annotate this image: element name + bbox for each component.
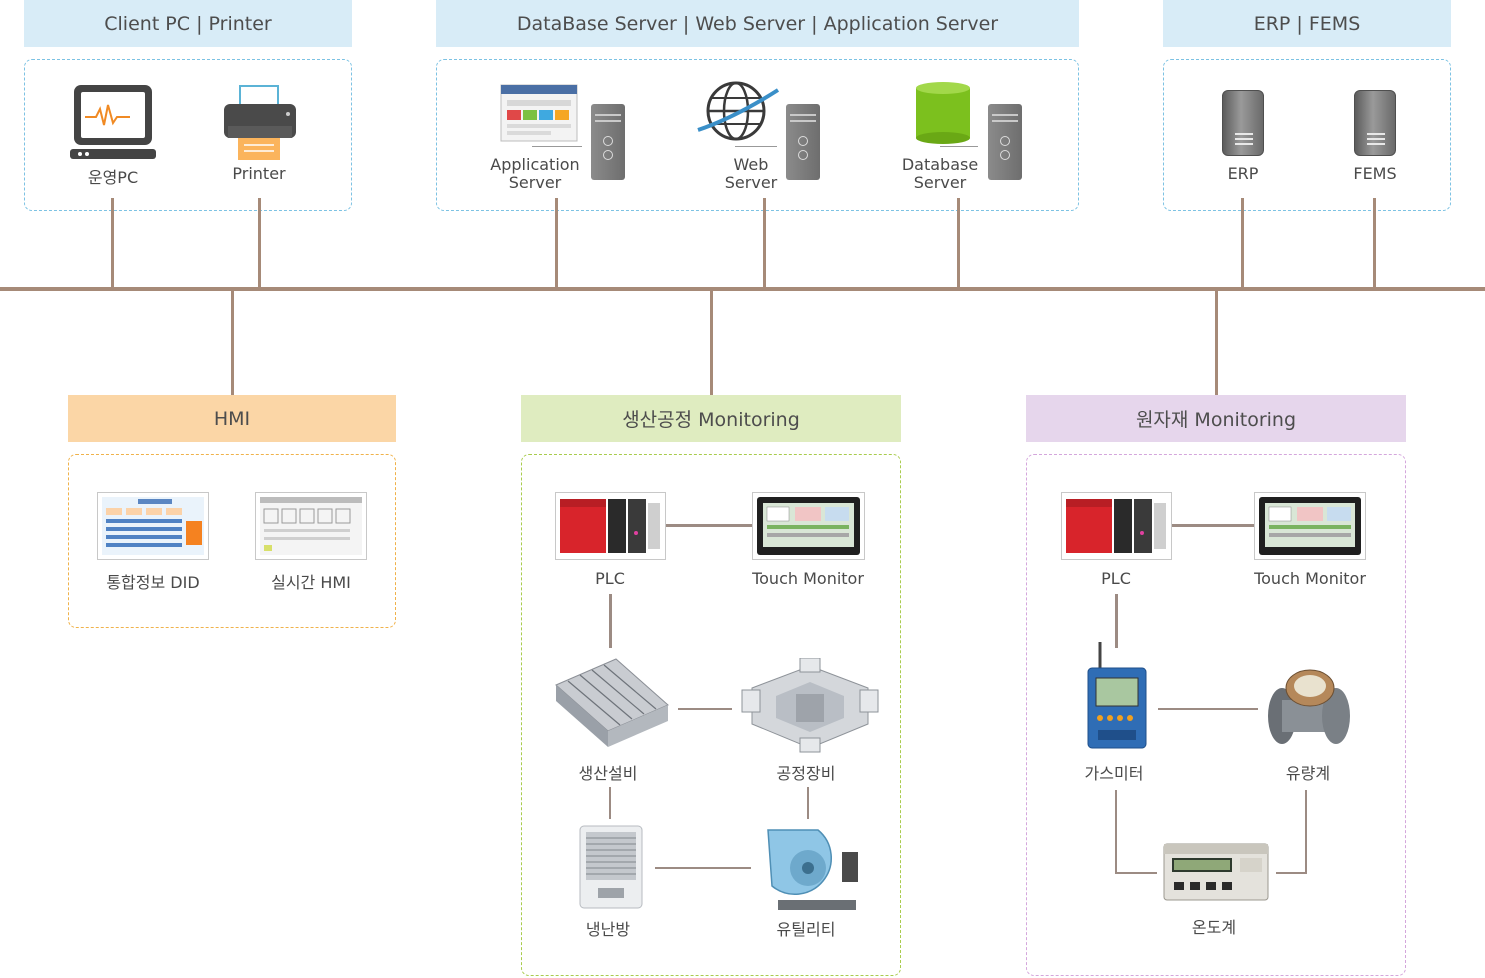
erp-box xyxy=(1163,59,1451,211)
plc-label: PLC xyxy=(595,569,625,588)
server-header: DataBase Server | Web Server | Applicati… xyxy=(436,0,1079,47)
client-header-label: Client PC | Printer xyxy=(104,12,272,35)
plc-thumbnail xyxy=(555,492,666,560)
bus-drop-pc xyxy=(111,198,114,289)
process-equipment-image xyxy=(741,658,879,753)
bus-drop-production xyxy=(710,289,713,395)
conn-plc-equipment xyxy=(609,594,612,648)
hmi-header: HMI xyxy=(68,395,396,442)
conn-gas-temp-h xyxy=(1115,872,1157,874)
db-server-tower-icon xyxy=(988,104,1022,180)
monitor-pc-icon xyxy=(70,85,156,159)
client-box xyxy=(24,59,352,211)
server-box xyxy=(436,59,1079,211)
network-bus-line xyxy=(0,287,1485,291)
browser-window-icon xyxy=(500,84,578,142)
production-equipment-image xyxy=(555,658,669,747)
printer-icon xyxy=(224,85,296,160)
material-header-label: 원자재 Monitoring xyxy=(1135,409,1297,431)
pc-label: 운영PC xyxy=(87,168,139,187)
material-plc-thumbnail xyxy=(1061,492,1172,560)
bus-drop-web xyxy=(763,198,766,289)
hvac-label: 냉난방 xyxy=(585,920,631,939)
did-screen-thumbnail xyxy=(97,492,209,560)
conn-material-plc-gas xyxy=(1115,594,1118,648)
bus-drop-material xyxy=(1215,289,1218,395)
bus-drop-hmi xyxy=(231,289,234,395)
bus-drop-db xyxy=(957,198,960,289)
conn-gas-temp-v xyxy=(1115,790,1117,874)
conn-flow-temp-v xyxy=(1305,790,1307,874)
did-label: 통합정보 DID xyxy=(106,573,200,592)
bus-drop-app xyxy=(555,198,558,289)
web-server-tower-icon xyxy=(786,104,820,180)
conn-equipment-process xyxy=(678,708,732,710)
conn-flow-temp-h xyxy=(1276,872,1307,874)
database-cylinder-icon xyxy=(916,82,970,144)
bus-drop-printer xyxy=(258,198,261,289)
client-header: Client PC | Printer xyxy=(24,0,352,47)
flow-meter-label: 유량계 xyxy=(1285,764,1331,783)
material-plc-label: PLC xyxy=(1101,569,1131,588)
material-touch-monitor-label: Touch Monitor xyxy=(1254,569,1366,588)
erp-header: ERP | FEMS xyxy=(1163,0,1451,47)
printer-label: Printer xyxy=(232,164,286,183)
process-equipment-label: 공정장비 xyxy=(776,764,836,783)
temperature-label: 온도계 xyxy=(1191,918,1237,937)
fems-server-icon xyxy=(1354,90,1396,156)
gas-meter-label: 가스미터 xyxy=(1084,764,1144,783)
production-header: 생산공정 Monitoring xyxy=(521,395,901,442)
material-box xyxy=(1026,454,1406,976)
app-server-tower-icon xyxy=(591,104,625,180)
erp-header-label: ERP | FEMS xyxy=(1253,12,1361,35)
conn-plc-touch xyxy=(666,524,752,527)
utility-label: 유틸리티 xyxy=(776,920,836,939)
gas-meter-image xyxy=(1087,642,1147,749)
realtime-hmi-thumbnail xyxy=(255,492,367,560)
server-header-label: DataBase Server | Web Server | Applicati… xyxy=(516,12,999,35)
material-header: 원자재 Monitoring xyxy=(1026,395,1406,442)
hmi-box xyxy=(68,454,396,628)
production-box xyxy=(521,454,901,976)
conn-gas-flow xyxy=(1158,708,1258,710)
conn-material-plc-touch xyxy=(1172,524,1254,527)
conn-equipment-hvac xyxy=(609,787,611,819)
material-touch-monitor-thumbnail xyxy=(1254,492,1366,560)
touch-monitor-label: Touch Monitor xyxy=(752,569,864,588)
bus-drop-erp xyxy=(1241,198,1244,289)
flow-meter-image xyxy=(1268,669,1350,744)
utility-blower-image xyxy=(767,829,858,910)
production-equipment-label: 생산설비 xyxy=(578,764,638,783)
globe-icon xyxy=(697,81,780,141)
erp-server-icon xyxy=(1222,90,1264,156)
bus-drop-fems xyxy=(1373,198,1376,289)
hmi-header-label: HMI xyxy=(213,407,251,430)
realtime-hmi-label: 실시간 HMI xyxy=(271,573,351,592)
temperature-controller-image xyxy=(1163,843,1269,901)
production-header-label: 생산공정 Monitoring xyxy=(622,409,800,431)
erp-label: ERP xyxy=(1227,164,1259,183)
conn-hvac-utility xyxy=(655,867,751,869)
touch-monitor-thumbnail xyxy=(752,492,865,560)
hvac-unit-image xyxy=(579,825,643,909)
conn-process-utility xyxy=(807,787,809,819)
fems-label: FEMS xyxy=(1353,164,1397,183)
